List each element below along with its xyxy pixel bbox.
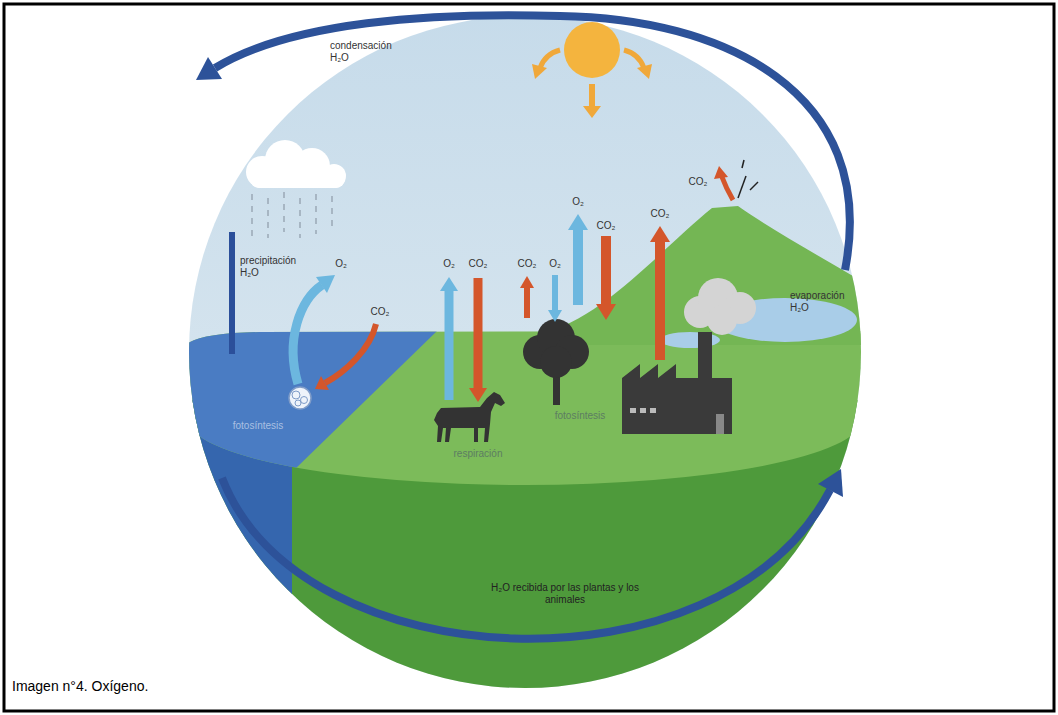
gas-label: CO₂ <box>597 220 616 232</box>
smoke-puff <box>707 305 737 335</box>
arrow-head <box>637 64 652 79</box>
gas-label: O₂ <box>572 196 584 208</box>
sun-ray-arrow <box>589 84 595 106</box>
arrow-head <box>316 275 335 293</box>
cloud-part <box>250 170 345 188</box>
process-label: condensación H₂O <box>330 40 402 64</box>
factory-window <box>630 408 636 413</box>
ocean-surface-group <box>180 330 437 472</box>
gas-label: O₂ <box>443 258 455 270</box>
cycle-arrow <box>222 478 830 639</box>
arrow-head <box>196 57 222 80</box>
rain-drop <box>315 194 317 234</box>
volcano-mark <box>750 182 758 190</box>
rain-drop <box>267 198 269 238</box>
process-label: fotosíntesis <box>555 410 606 422</box>
oxygen-arrow <box>552 275 558 310</box>
process-label: evaporación H₂O <box>790 290 854 314</box>
factory-window <box>650 408 656 413</box>
rain-drop <box>251 194 253 236</box>
rain-drop <box>331 196 333 226</box>
gas-label: CO₂ <box>469 258 488 270</box>
process-label: H₂O recibida por las plantas y los anima… <box>490 582 640 606</box>
gas-label: CO₂ <box>651 208 670 220</box>
arrow-head <box>714 166 728 179</box>
volcano-mark <box>738 176 746 198</box>
arrow-head <box>469 388 487 402</box>
ocean-surface <box>180 330 437 472</box>
cell-part <box>301 397 308 404</box>
figure-caption: Imagen n°4. Oxígeno. <box>12 678 148 695</box>
arrow-head <box>596 304 616 320</box>
oxygen-arrow <box>293 285 322 384</box>
cell-part <box>295 400 301 406</box>
gas-label: CO₂ <box>371 306 390 318</box>
cloud <box>246 140 346 188</box>
arrow-head <box>520 276 534 288</box>
rain-drop <box>283 192 285 232</box>
carbon-dioxide-arrow <box>601 236 611 304</box>
arrow-head <box>583 106 601 118</box>
carbon-dioxide-arrow <box>722 177 733 200</box>
sun <box>564 22 620 78</box>
process-label: precipitación H₂O <box>240 255 312 279</box>
rain-drop <box>299 198 301 238</box>
precipitation-bar <box>229 232 235 354</box>
arrow-head <box>315 376 329 390</box>
cell <box>289 387 311 409</box>
factory <box>622 332 732 434</box>
gas-label: O₂ <box>549 258 561 270</box>
arrow-head <box>568 214 588 230</box>
sun-ray-arrow <box>540 50 560 68</box>
volcano-mark <box>742 160 744 168</box>
gas-label: CO₂ <box>518 258 537 270</box>
arrow-head <box>818 469 843 497</box>
tree-canopy <box>540 346 572 378</box>
frame <box>4 4 1054 711</box>
carbon-dioxide-arrow <box>474 278 483 388</box>
cycle-arrow <box>215 15 850 270</box>
process-label: respiración <box>454 448 503 460</box>
sky <box>180 10 880 710</box>
carbon-dioxide-arrow <box>655 242 665 360</box>
rain <box>252 192 332 238</box>
process-label: fotosíntesis <box>233 420 284 432</box>
hills <box>540 206 880 345</box>
arrow-head <box>532 64 547 79</box>
oxygen-arrow <box>573 230 583 305</box>
sun-ray-arrow <box>624 50 644 68</box>
carbon-dioxide-arrow <box>524 288 530 318</box>
microorganism <box>289 387 311 409</box>
tree <box>523 319 589 405</box>
factory-window <box>640 408 646 413</box>
arrow-head <box>548 310 562 322</box>
volcano-marks <box>738 160 758 198</box>
cell-part <box>292 391 300 399</box>
gas-label: CO₂ <box>689 176 708 188</box>
smoke <box>684 278 756 335</box>
gas-label: O₂ <box>335 258 347 270</box>
oxygen-arrow <box>445 291 454 400</box>
arrow-head <box>650 226 670 242</box>
factory-door <box>716 414 724 434</box>
globe <box>180 10 880 710</box>
carbon-dioxide-arrow <box>325 324 376 383</box>
arrow-head <box>440 277 458 291</box>
